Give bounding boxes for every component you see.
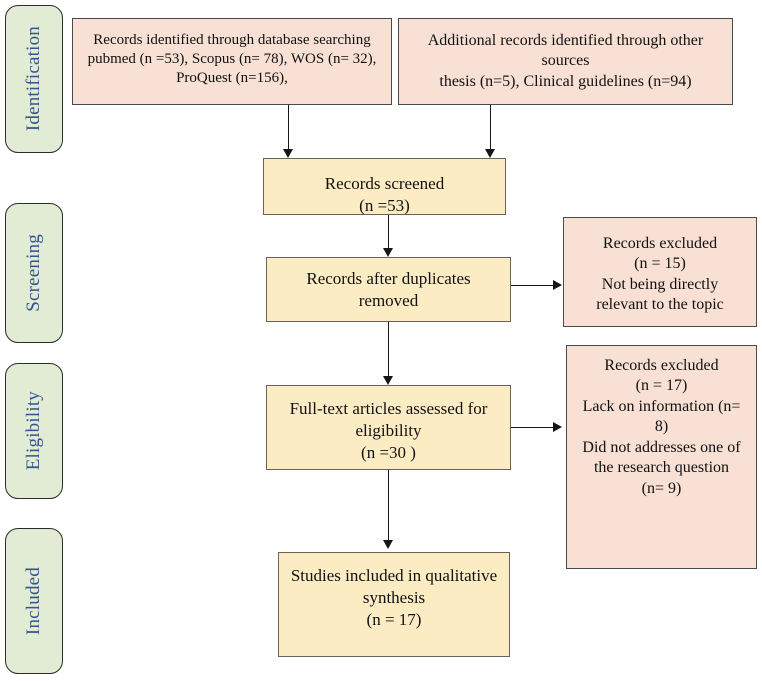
box-other-sources-line2: sources (541, 52, 590, 70)
box-records-excluded-eligibility-line2: (n = 17) (635, 377, 688, 395)
box-studies-included: Studies included in qualitative synthesi… (278, 552, 510, 657)
arrowhead-database-search-to-screened (283, 149, 293, 158)
box-records-excluded-screening-line4: relevant to the topic (596, 296, 724, 314)
box-records-excluded-eligibility-line1: Records excluded (604, 357, 719, 374)
box-records-excluded-screening-line3: Not being directly (601, 275, 719, 293)
box-other-sources-line1: Additional records identified through ot… (427, 32, 704, 49)
box-records-excluded-eligibility: Records excluded (n = 17) Lack on inform… (566, 345, 757, 569)
stage-label-identification-text: Identification (23, 26, 44, 132)
box-other-sources-line3: thesis (n=5), Clinical guidelines (n=94) (439, 72, 692, 90)
stage-label-identification: Identification (5, 5, 63, 153)
arrowhead-duplicates-to-fulltext (383, 376, 393, 385)
stage-label-eligibility-text: Eligibility (23, 391, 44, 471)
stage-label-included: Included (5, 528, 63, 674)
box-records-after-duplicates-line1: Records after duplicates (306, 268, 471, 288)
stage-label-screening: Screening (5, 203, 63, 343)
box-records-screened-line2: (n =53) (359, 195, 410, 215)
stage-label-eligibility: Eligibility (5, 363, 63, 499)
arrowhead-other-sources-to-screened (485, 149, 495, 158)
box-studies-included-line3: (n = 17) (366, 609, 422, 629)
box-studies-included-line1: Studies included in qualitative (290, 566, 498, 585)
box-records-excluded-screening-line1: Records excluded (602, 235, 718, 252)
box-records-screened: Records screened (n =53) (263, 158, 506, 215)
box-records-excluded-eligibility-line6: the research question (593, 459, 730, 477)
arrowhead-fulltext-to-studies (383, 540, 393, 549)
box-fulltext-assessed: Full-text articles assessed for eligibil… (266, 385, 511, 470)
box-records-excluded-eligibility-line4: 8) (654, 418, 669, 436)
connector-duplicates-to-fulltext (388, 322, 389, 378)
connector-fulltext-to-studies (388, 470, 389, 542)
box-fulltext-assessed-line1: Full-text articles assessed for (289, 399, 488, 418)
connector-fulltext-to-excluded (511, 427, 556, 428)
box-database-search-line3: ProQuest (n=156), (176, 70, 288, 87)
stage-label-screening-text: Screening (23, 234, 44, 312)
box-records-excluded-eligibility-line7: (n= 9) (641, 479, 682, 497)
box-other-sources: Additional records identified through ot… (398, 18, 733, 105)
arrowhead-duplicates-to-excluded (553, 280, 562, 290)
box-database-search-line1: Records identified through database sear… (93, 32, 371, 48)
stage-label-included-text: Included (23, 566, 44, 636)
connector-database-search-to-screened (288, 105, 289, 151)
box-records-after-duplicates-line2: removed (358, 290, 419, 310)
box-records-excluded-eligibility-line3: Lack on information (n= (582, 397, 741, 415)
box-records-excluded-screening-line2: (n = 15) (634, 255, 686, 273)
connector-screened-to-duplicates (388, 215, 389, 250)
box-database-search-line2: pubmed (n =53), Scopus (n= 78), WOS (n= … (87, 51, 377, 68)
box-studies-included-line2: synthesis (362, 587, 426, 607)
box-fulltext-assessed-line3: (n =30 ) (361, 442, 416, 462)
arrowhead-screened-to-duplicates (383, 248, 393, 257)
box-records-excluded-screening: Records excluded (n = 15) Not being dire… (563, 217, 757, 327)
box-fulltext-assessed-line2: eligibility (355, 420, 422, 440)
connector-duplicates-to-excluded (511, 285, 556, 286)
connector-other-sources-to-screened (490, 105, 491, 151)
box-records-excluded-eligibility-line5: Did not addresses one of (582, 438, 741, 456)
box-records-after-duplicates: Records after duplicates removed (266, 257, 511, 322)
arrowhead-fulltext-to-excluded (553, 422, 562, 432)
box-database-search: Records identified through database sear… (72, 18, 392, 105)
box-records-screened-line1: Records screened (324, 174, 445, 193)
